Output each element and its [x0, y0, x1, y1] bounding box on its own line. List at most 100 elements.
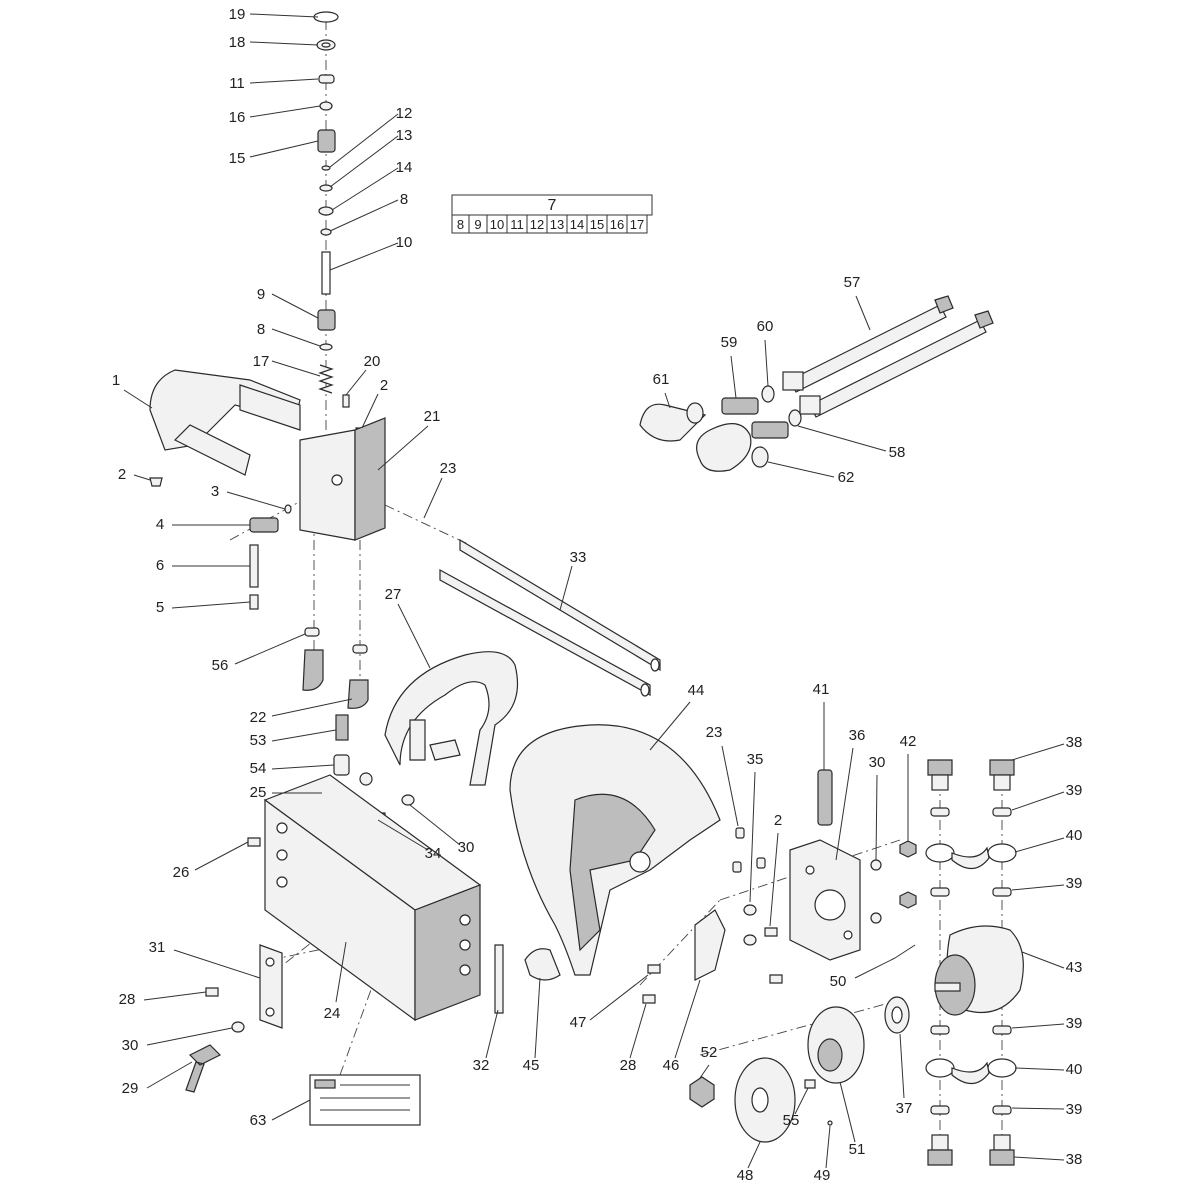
nut-42b — [899, 891, 917, 909]
leader-line — [234, 633, 306, 665]
banjo-bottom — [925, 1025, 1017, 1166]
part-callout-c30c: 30 — [869, 754, 886, 771]
part-callout-c15: 15 — [229, 150, 246, 167]
ring-58 — [788, 409, 802, 427]
part-callout-c27: 27 — [385, 586, 402, 603]
leader-line — [226, 491, 286, 510]
part-callout-c32: 32 — [473, 1057, 490, 1074]
coupler-54 — [333, 754, 350, 776]
knob-29 — [185, 1044, 222, 1093]
leader-line — [875, 774, 878, 861]
leader-line — [271, 328, 321, 347]
leader-line — [133, 474, 151, 481]
leader-line — [271, 698, 353, 717]
screw-28b — [642, 994, 656, 1004]
part-callout-c30b: 30 — [122, 1037, 139, 1054]
part-callout-c30a: 30 — [458, 839, 475, 856]
valve-stack — [313, 11, 369, 437]
coupler-58 — [751, 421, 789, 439]
screw-2c — [764, 927, 778, 937]
leader-line — [1011, 1023, 1065, 1029]
pin-50 — [894, 944, 916, 959]
pedal-bracket-1 — [149, 369, 301, 476]
leader-lines — [123, 13, 1065, 1169]
part-callout-c31: 31 — [149, 939, 166, 956]
seal-12 — [321, 165, 331, 171]
part-callout-c8b: 8 — [257, 321, 265, 338]
leader-line — [649, 701, 691, 751]
part-callout-c24: 24 — [324, 1005, 341, 1022]
fitting-4 — [249, 517, 279, 533]
kit-table-title: 7 — [548, 197, 557, 214]
part-callout-c54: 54 — [250, 760, 267, 777]
part-callout-c28b: 28 — [620, 1057, 637, 1074]
washer-35b — [743, 934, 757, 946]
part-callout-c51: 51 — [849, 1141, 866, 1158]
elbow-22 — [347, 679, 369, 709]
part-callout-c39b: 39 — [1066, 875, 1083, 892]
leader-line — [589, 974, 649, 1021]
part-callout-c2b: 2 — [118, 466, 126, 483]
screw-2b — [149, 477, 163, 487]
plate-31 — [259, 944, 283, 1029]
body-9 — [317, 309, 336, 331]
washer-30b — [231, 1021, 245, 1033]
kit-table-item: 13 — [550, 217, 564, 232]
part-callout-c3: 3 — [211, 483, 219, 500]
leader-line — [764, 339, 769, 387]
washer-13 — [319, 184, 333, 192]
kit-table-cell — [626, 214, 648, 234]
bracket-46 — [694, 909, 726, 981]
part-callout-c23b: 23 — [706, 724, 723, 741]
leader-line — [1013, 1156, 1065, 1161]
leader-line — [409, 804, 461, 846]
screw-25 — [359, 772, 373, 786]
part-callout-c13: 13 — [396, 127, 413, 144]
part-callout-c38a: 38 — [1066, 734, 1083, 751]
leader-line — [839, 1081, 856, 1143]
leader-line — [146, 1027, 233, 1046]
leader-line — [797, 425, 887, 452]
washer-30c — [870, 859, 882, 871]
pin-20 — [342, 394, 350, 408]
washer-35a — [743, 904, 757, 916]
leader-line — [249, 140, 319, 158]
kit-table-item: 17 — [630, 217, 644, 232]
leader-line — [534, 977, 541, 1059]
washer-30a — [401, 794, 415, 806]
ring-60 — [761, 385, 775, 403]
nut-42a — [899, 840, 917, 858]
fitting-57b — [799, 395, 821, 415]
leader-line — [1021, 951, 1065, 969]
part-callout-c63: 63 — [250, 1112, 267, 1129]
part-callout-c56: 56 — [212, 657, 229, 674]
kit-table-item: 16 — [610, 217, 624, 232]
screw-28a — [205, 987, 219, 997]
spring-17 — [318, 364, 334, 394]
leader-line — [271, 1099, 311, 1121]
nut-15 — [317, 129, 336, 153]
leader-line — [329, 199, 399, 232]
part-callout-c35: 35 — [747, 751, 764, 768]
part-callout-c33: 33 — [570, 549, 587, 566]
leader-line — [825, 1125, 831, 1169]
cap-62 — [696, 423, 752, 472]
leader-line — [194, 841, 249, 871]
part-callout-c23a: 23 — [440, 460, 457, 477]
leader-line — [629, 1003, 647, 1059]
kit-table-item: 14 — [570, 217, 584, 232]
part-callout-c1: 1 — [112, 372, 120, 389]
part-callout-c22: 22 — [250, 709, 267, 726]
leader-line — [329, 242, 399, 271]
bolt-41 — [817, 769, 833, 826]
leader-line — [699, 1064, 710, 1079]
part-callout-c26: 26 — [173, 864, 190, 881]
leader-line — [249, 41, 319, 46]
ring-16 — [319, 101, 333, 111]
leader-line — [559, 565, 573, 611]
seal-56 — [304, 627, 320, 637]
part-callout-c18: 18 — [229, 34, 246, 51]
leader-line — [767, 461, 835, 478]
